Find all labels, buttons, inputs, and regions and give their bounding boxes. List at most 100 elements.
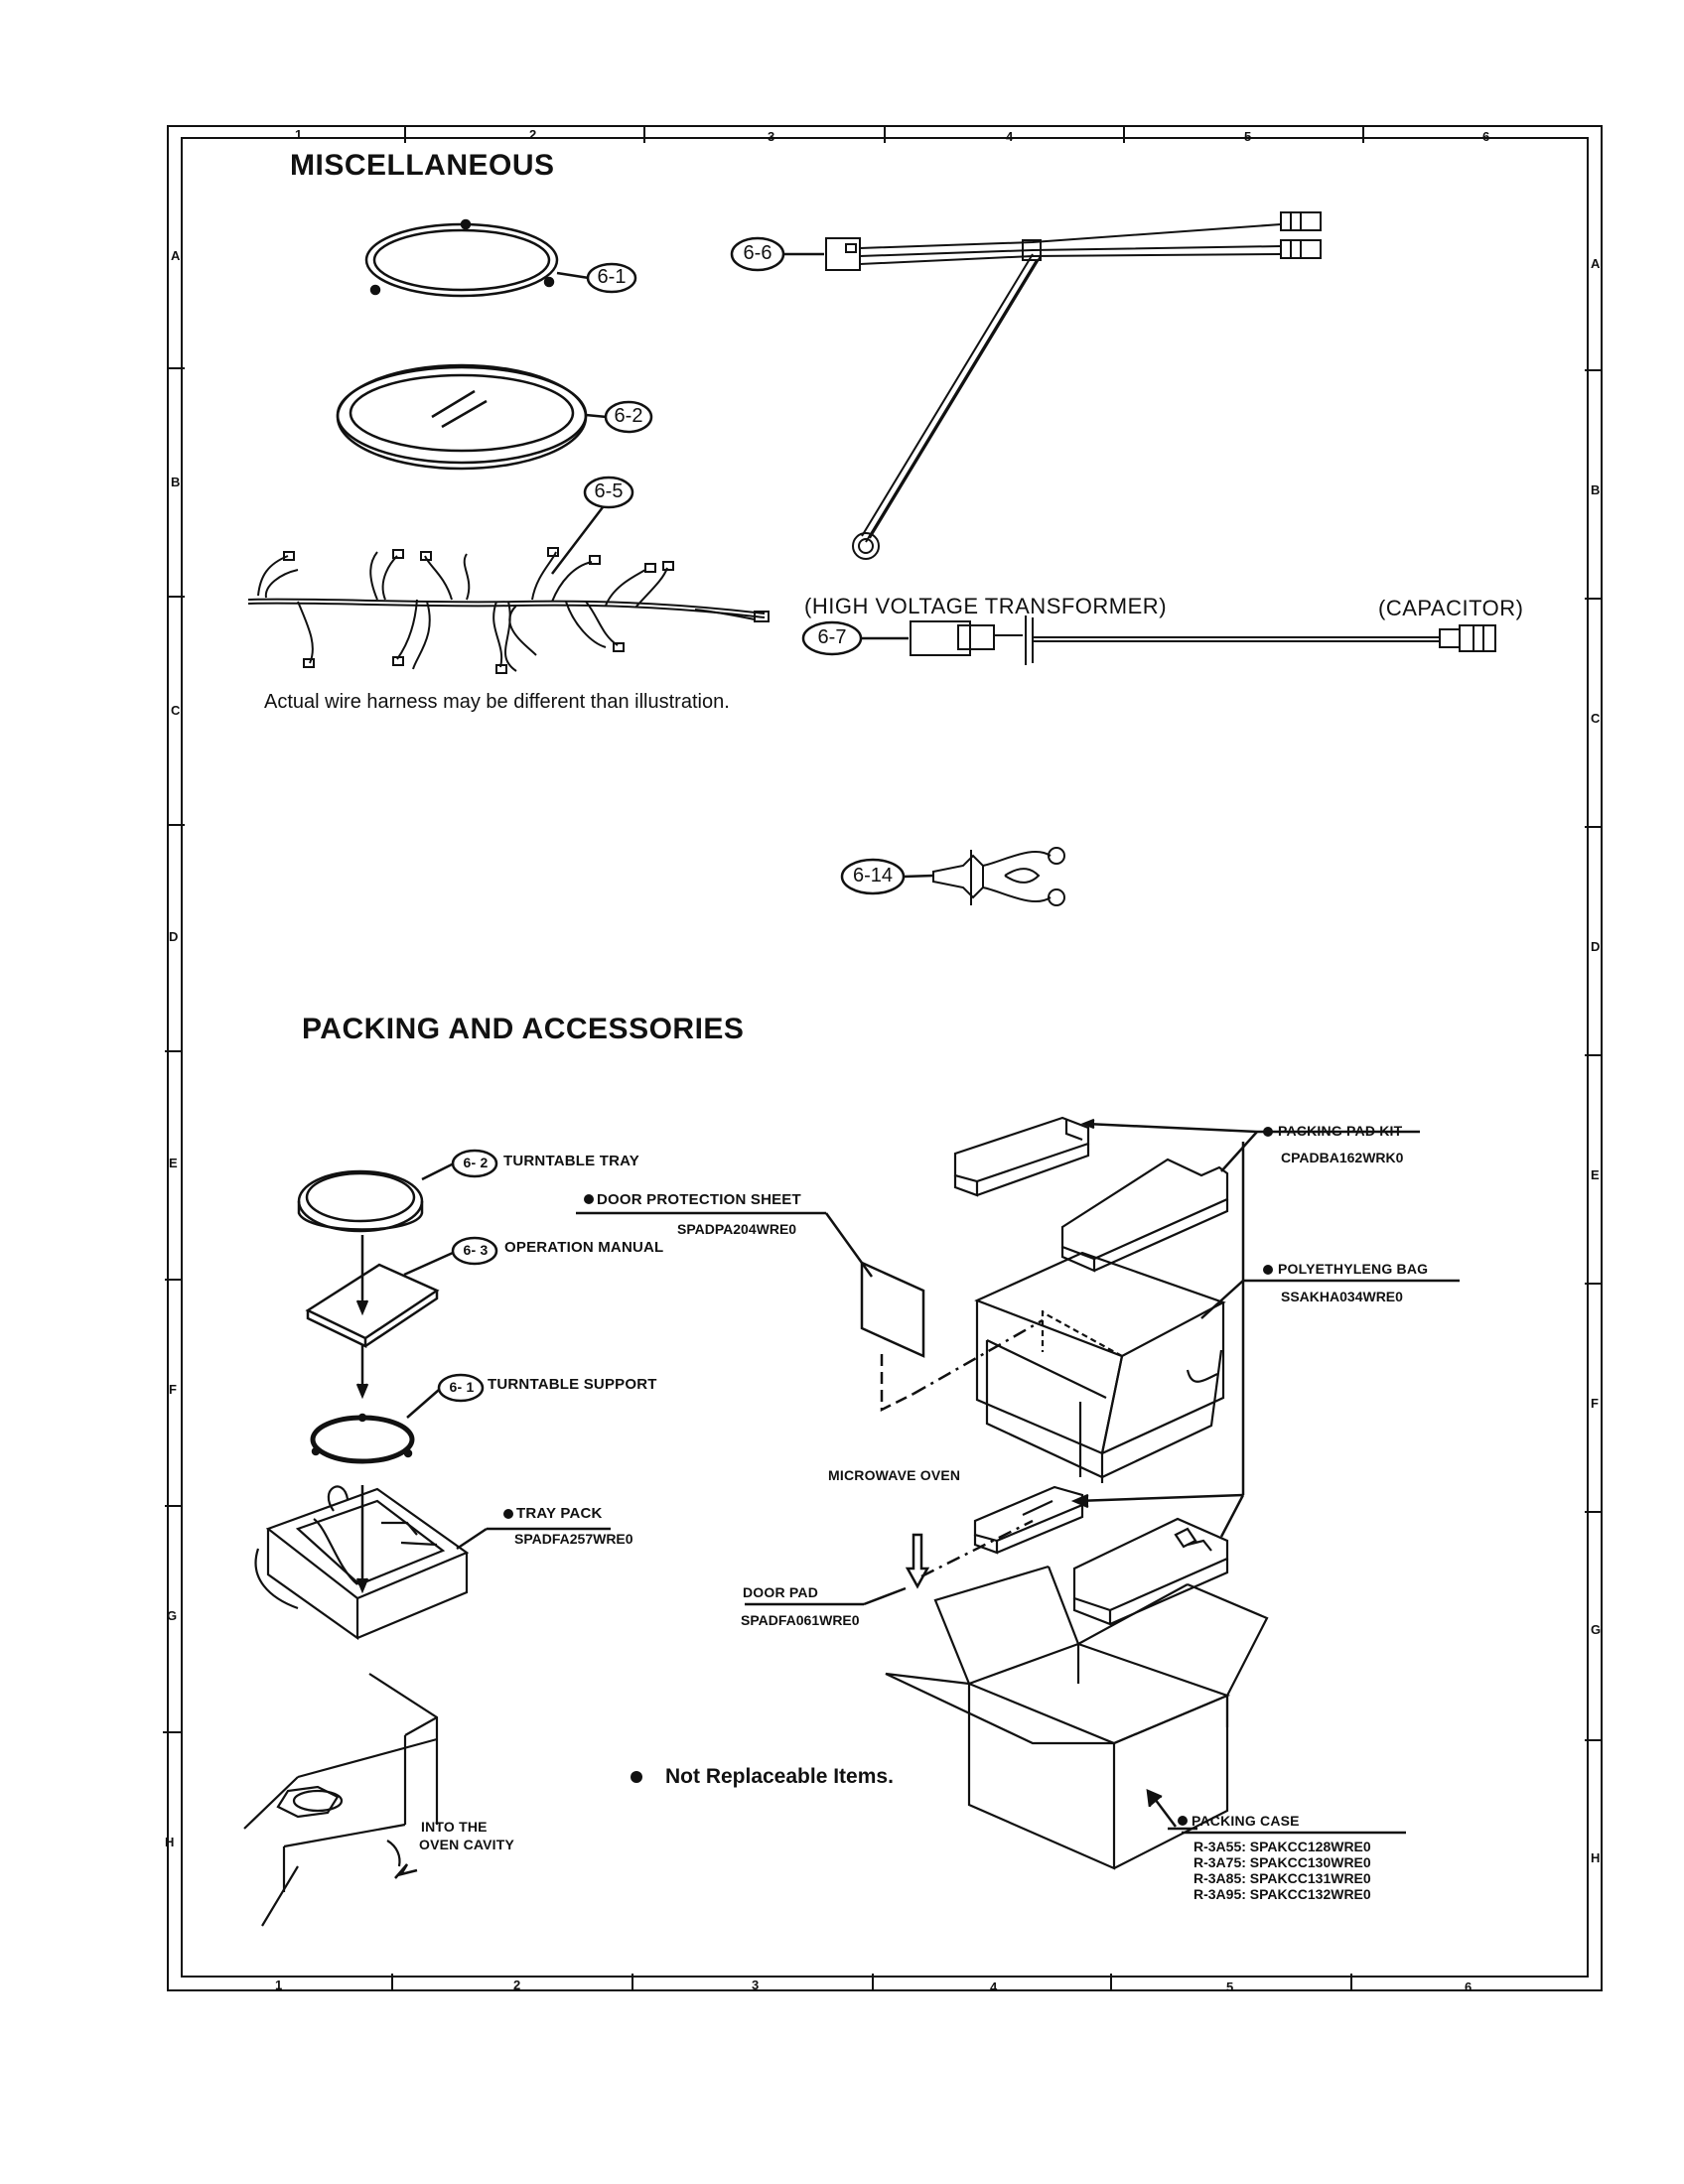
leader-line xyxy=(456,1527,488,1551)
door-pad-illustration xyxy=(973,1485,1084,1555)
grid-tick xyxy=(163,1731,181,1733)
grid-tick xyxy=(1585,369,1603,371)
miscellaneous-title: MISCELLANEOUS xyxy=(290,149,555,182)
into-cavity-line-1: INTO THE xyxy=(421,1819,488,1835)
grid-tick xyxy=(165,1050,183,1052)
grid-tick xyxy=(643,125,645,143)
turntable-tray-packing-illustration xyxy=(297,1169,424,1233)
grid-tick xyxy=(165,1505,183,1507)
hv-wire-illustration xyxy=(825,211,1322,560)
packing-case-bullet xyxy=(1178,1816,1188,1826)
into-cavity-arrow xyxy=(394,1863,418,1879)
door-protection-bullet xyxy=(584,1194,594,1204)
leader-arrowhead xyxy=(1080,1118,1095,1130)
leader-arrowhead xyxy=(1146,1788,1163,1808)
grid-col-5-bottom: 5 xyxy=(1226,1979,1234,1994)
leader-line xyxy=(903,874,934,879)
polyethylene-bag-code: SSAKHA034WRE0 xyxy=(1281,1289,1403,1304)
turntable-tray-illustration xyxy=(336,363,588,471)
turntable-support-packing-illustration xyxy=(310,1413,415,1464)
flow-arrowhead xyxy=(355,1299,369,1316)
leader-line xyxy=(403,1251,454,1277)
grid-col-1-top: 1 xyxy=(295,127,303,142)
callout-6-2: 6-2 xyxy=(614,405,643,427)
wire-harness-illustration xyxy=(247,547,770,674)
grid-tick xyxy=(1350,1974,1352,1991)
grid-tick xyxy=(1585,1283,1603,1285)
grid-col-4-bottom: 4 xyxy=(990,1979,998,1994)
packing-pad-kit-code: CPADBA162WRK0 xyxy=(1281,1150,1404,1165)
grid-tick xyxy=(1362,125,1364,143)
callout-6-6: 6-6 xyxy=(743,242,772,264)
packing-pad-top-illustration xyxy=(953,1116,1229,1273)
turntable-tray-ref: 6- 2 xyxy=(463,1155,489,1170)
door-pad-arrow xyxy=(905,1533,930,1589)
leader-line xyxy=(585,413,608,419)
callout-6-2-bubble xyxy=(604,400,653,434)
packing-case-models: R-3A55: SPAKCC128WRE0 R-3A75: SPAKCC130W… xyxy=(1193,1839,1371,1902)
callout-6-5-bubble xyxy=(583,476,634,509)
leader-line xyxy=(1220,1131,1258,1172)
hv-transformer-label: (HIGH VOLTAGE TRANSFORMER) xyxy=(804,594,1168,618)
grid-col-1-bottom: 1 xyxy=(275,1978,283,1992)
grid-tick xyxy=(404,125,406,143)
leader-line xyxy=(1200,1280,1244,1319)
packing-case-label: PACKING CASE xyxy=(1192,1813,1300,1829)
dash-guide xyxy=(912,1318,1044,1396)
grid-row-f-left: F xyxy=(169,1382,177,1397)
leader-line xyxy=(1075,1493,1244,1503)
door-protection-sheet-code: SPADPA204WRE0 xyxy=(677,1221,797,1237)
grid-col-6-top: 6 xyxy=(1482,129,1490,144)
grid-col-6-bottom: 6 xyxy=(1465,1979,1473,1994)
door-protection-sheet-illustration xyxy=(860,1261,925,1358)
grid-row-g-left: G xyxy=(167,1608,178,1623)
tray-pack-bullet xyxy=(503,1509,513,1519)
packing-case-model-2: R-3A75: SPAKCC130WRE0 xyxy=(1193,1854,1371,1870)
leader-line xyxy=(1219,1494,1245,1538)
grid-row-e-left: E xyxy=(169,1156,178,1170)
legend-bullet xyxy=(631,1771,642,1783)
grid-tick xyxy=(1585,598,1603,600)
hv-lead-illustration xyxy=(910,615,1496,665)
grid-row-b-right: B xyxy=(1591,482,1601,497)
dash-guide xyxy=(880,1354,914,1413)
turntable-support-label: TURNTABLE SUPPORT xyxy=(488,1376,657,1393)
grid-row-a-right: A xyxy=(1591,256,1601,271)
grid-tick xyxy=(165,1279,183,1281)
wire-clip-illustration xyxy=(932,847,1065,906)
packing-case-model-1: R-3A55: SPAKCC128WRE0 xyxy=(1193,1839,1371,1854)
door-protection-sheet-label: DOOR PROTECTION SHEET xyxy=(597,1191,801,1208)
grid-row-g-right: G xyxy=(1591,1622,1602,1637)
grid-tick xyxy=(1110,1974,1112,1991)
door-pad-code: SPADFA061WRE0 xyxy=(741,1612,860,1628)
grid-tick xyxy=(872,1974,874,1991)
grid-tick xyxy=(391,1974,393,1991)
callout-6-14: 6-14 xyxy=(852,865,894,887)
into-cavity-line-2: OVEN CAVITY xyxy=(419,1837,515,1852)
grid-tick xyxy=(632,1974,633,1991)
callout-6-1-packing-bubble xyxy=(437,1373,485,1403)
microwave-oven-label: MICROWAVE OVEN xyxy=(828,1467,961,1483)
callout-6-1: 6-1 xyxy=(597,266,627,288)
grid-tick xyxy=(167,367,185,369)
grid-row-d-left: D xyxy=(169,929,179,944)
not-replaceable-legend: Not Replaceable Items. xyxy=(665,1765,894,1788)
callout-6-3-bubble xyxy=(451,1236,498,1266)
callout-6-2-packing-bubble xyxy=(451,1149,498,1178)
grid-row-b-left: B xyxy=(171,475,181,489)
grid-tick xyxy=(1585,1054,1603,1056)
leader-line xyxy=(863,1586,907,1606)
polyethylene-bag-label: POLYETHYLENG BAG xyxy=(1278,1261,1429,1277)
grid-col-4-top: 4 xyxy=(1006,129,1014,144)
packing-pad-bullet xyxy=(1263,1127,1273,1137)
microwave-oven-in-bag-illustration xyxy=(974,1251,1226,1483)
grid-tick xyxy=(167,596,185,598)
grid-col-5-top: 5 xyxy=(1244,129,1252,144)
leader-line xyxy=(421,1161,455,1181)
packing-pad-kit-label: PACKING PAD KIT xyxy=(1278,1123,1403,1139)
harness-note: Actual wire harness may be different tha… xyxy=(264,691,730,713)
grid-row-a-left: A xyxy=(171,248,181,263)
grid-tick xyxy=(1585,1739,1603,1741)
grid-col-3-bottom: 3 xyxy=(752,1978,760,1992)
